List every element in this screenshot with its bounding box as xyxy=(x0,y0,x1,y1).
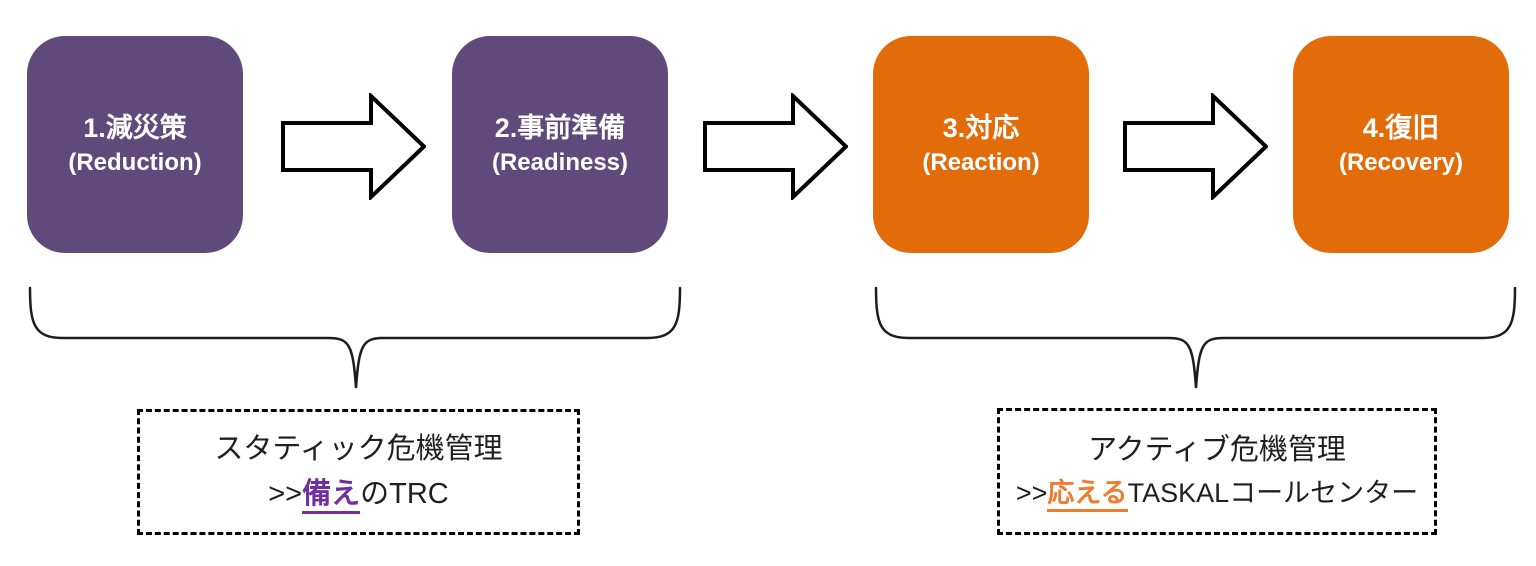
static-crisis-management-note: スタティック危機管理 >>備えのTRC xyxy=(137,409,580,535)
note-detail: >>備えのTRC xyxy=(268,474,449,515)
note-title: スタティック危機管理 xyxy=(214,433,503,466)
note-suffix: TASKALコールセンター xyxy=(1127,477,1419,508)
kotaeru-highlight: 応える xyxy=(1047,477,1128,512)
note-prefix: >> xyxy=(268,478,303,510)
stage-subtitle: (Reduction) xyxy=(68,148,202,176)
note-title: アクティブ危機管理 xyxy=(1088,434,1346,467)
stage-title: 4.復旧 xyxy=(1362,113,1440,144)
note-suffix: のTRC xyxy=(360,478,449,510)
stage-title: 2.事前準備 xyxy=(494,113,626,144)
note-detail: >>応えるTASKALコールセンター xyxy=(1016,475,1418,513)
stage-title: 1.減災策 xyxy=(83,113,187,144)
active-crisis-management-note: アクティブ危機管理 >>応えるTASKALコールセンター xyxy=(997,408,1437,535)
stage-subtitle: (Readiness) xyxy=(491,148,629,176)
flow-arrow-icon xyxy=(703,93,848,200)
stage-title: 3.対応 xyxy=(942,113,1020,144)
stage-subtitle: (Reaction) xyxy=(922,148,1040,176)
stage-box-recovery: 4.復旧 (Recovery) xyxy=(1293,36,1509,253)
stage-box-readiness: 2.事前準備 (Readiness) xyxy=(452,36,668,253)
flow-arrow-icon xyxy=(1123,93,1268,200)
sonae-highlight: 備え xyxy=(302,478,361,514)
stage-box-reduction: 1.減災策 (Reduction) xyxy=(27,36,243,253)
curly-brace-right-icon xyxy=(874,286,1517,389)
note-prefix: >> xyxy=(1015,477,1048,508)
flow-arrow-icon xyxy=(281,93,426,200)
stage-box-reaction: 3.対応 (Reaction) xyxy=(873,36,1089,253)
curly-brace-left-icon xyxy=(28,286,682,389)
stage-subtitle: (Recovery) xyxy=(1338,148,1464,176)
